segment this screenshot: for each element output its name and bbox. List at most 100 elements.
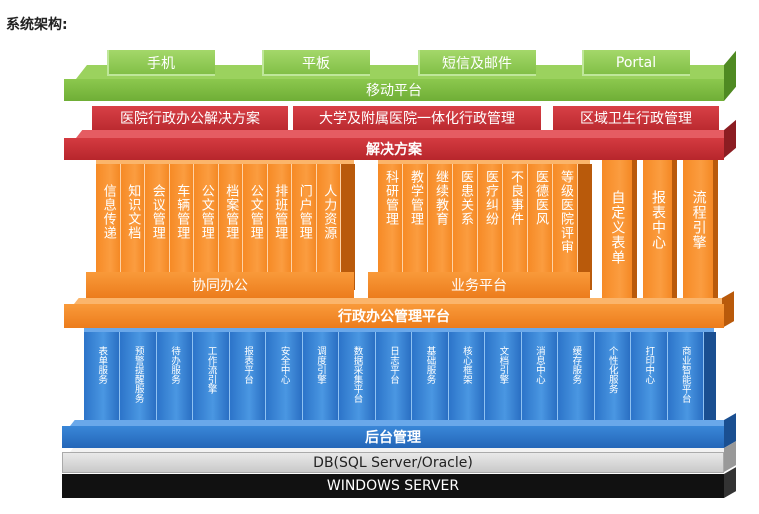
business-base: 业务平台: [368, 272, 590, 298]
collab-base: 协同办公: [86, 272, 354, 298]
collab-module-label: 公文管理: [247, 184, 263, 240]
backend-module-label: 日志平台: [387, 346, 399, 384]
backend-module-label: 核心框架: [460, 346, 472, 384]
backend-module-column: 文档引擎: [485, 332, 522, 424]
solution-layer-top: [76, 130, 731, 138]
collab-module-column: 档案管理: [218, 164, 243, 272]
mobile-platform-side: [724, 50, 736, 101]
backend-module-column: 工作流引擎: [193, 332, 230, 424]
business-modules: 科研管理教学管理继续教育医患关系医疗纠纷不良事件医德医风等级医院评审: [378, 164, 578, 272]
collab-module-column: 知识文档: [120, 164, 145, 272]
solution-tab-regional: 区域卫生行政管理: [553, 106, 719, 130]
business-module-column: 等级医院评审: [553, 164, 578, 272]
backend-module-label: 表单服务: [96, 346, 108, 384]
page-heading: 系统架构:: [6, 17, 68, 33]
business-module-column: 继续教育: [428, 164, 453, 272]
business-module-label: 继续教育: [433, 170, 448, 226]
os-label: WINDOWS SERVER: [326, 478, 460, 494]
collab-module-column: 排班管理: [267, 164, 292, 272]
business-module-column: 不良事件: [503, 164, 528, 272]
mobile-platform-bar: 移动平台: [64, 79, 724, 101]
os-layer-side: [724, 467, 736, 498]
admin-platform-bar: 行政办公管理平台: [64, 304, 724, 328]
backend-block-side: [704, 332, 716, 424]
backend-module-column: 表单服务: [84, 332, 121, 424]
extra-modules: 自定义表单 报表中心 流程引擎: [602, 160, 719, 300]
collab-module-label: 门户管理: [296, 184, 312, 240]
collab-module-label: 公文管理: [198, 184, 214, 240]
solution-layer-label: 解决方案: [366, 142, 422, 158]
db-layer-bar: DB(SQL Server/Oracle): [62, 452, 724, 473]
collab-module-label: 车辆管理: [174, 184, 190, 240]
business-module-label: 医疗纠纷: [483, 170, 498, 226]
solution-layer-side: [724, 119, 736, 158]
business-module-label: 教学管理: [408, 170, 423, 226]
backend-module-column: 打印中心: [631, 332, 668, 424]
backend-module-column: 商业智能平台: [667, 332, 704, 424]
business-module-label: 医患关系: [458, 170, 473, 226]
collab-label: 协同办公: [192, 278, 248, 294]
collab-module-column: 车辆管理: [169, 164, 194, 272]
backend-module-column: 报表平台: [229, 332, 267, 424]
device-tab-tablet: 平板: [262, 50, 370, 76]
backend-module-column: 数据采集平台: [339, 332, 376, 424]
solution-tab-university: 大学及附属医院一体化行政管理: [293, 106, 541, 130]
business-module-label: 科研管理: [383, 170, 398, 226]
extra-module-column: 流程引擎: [683, 160, 719, 300]
extra-module-label: 报表中心: [650, 190, 666, 250]
backend-module-column: 安全中心: [266, 332, 303, 424]
backend-module-label: 待办服务: [169, 346, 181, 384]
solution-layer-bar: 解决方案: [64, 138, 724, 160]
backend-module-label: 基础服务: [424, 346, 436, 384]
backend-module-label: 商业智能平台: [679, 346, 691, 403]
backend-module-label: 安全中心: [278, 346, 290, 384]
db-label: DB(SQL Server/Oracle): [313, 454, 473, 471]
collab-module-label: 人力资源: [321, 184, 337, 240]
mobile-platform-label: 移动平台: [366, 83, 422, 99]
collab-module-label: 信息传递: [100, 184, 116, 240]
extra-module-column: 自定义表单: [602, 160, 637, 300]
backend-module-label: 个性化服务: [606, 346, 618, 394]
collab-module-label: 排班管理: [272, 184, 288, 240]
collab-block-side: [341, 164, 355, 290]
device-label: 平板: [302, 56, 330, 72]
extra-module-label: 流程引擎: [690, 190, 707, 250]
business-module-column: 医疗纠纷: [478, 164, 503, 272]
backend-module-column: 个性化服务: [594, 332, 632, 424]
collab-module-column: 门户管理: [292, 164, 317, 272]
backend-module-column: 待办服务: [156, 332, 194, 424]
solution-tab-hospital: 医院行政办公解决方案: [92, 106, 288, 130]
collab-module-label: 档案管理: [223, 184, 239, 240]
device-tab-portal: Portal: [582, 50, 690, 76]
mobile-layer: 移动平台 手机 平板 短信及邮件 Portal: [0, 0, 759, 110]
device-tab-sms-email: 短信及邮件: [418, 50, 536, 76]
business-module-column: 医患关系: [453, 164, 478, 272]
backend-module-column: 基础服务: [412, 332, 449, 424]
os-layer-bar: WINDOWS SERVER: [62, 474, 724, 498]
backend-module-column: 消息中心: [521, 332, 559, 424]
extra-module-label: 自定义表单: [609, 190, 626, 265]
extra-module-column: 报表中心: [642, 160, 678, 300]
device-tab-phone: 手机: [107, 50, 215, 76]
collab-module-column: 会议管理: [145, 164, 170, 272]
collab-module-column: 信息传递: [96, 164, 121, 272]
business-block-side: [578, 164, 592, 290]
backend-module-label: 文档引擎: [497, 346, 509, 384]
backend-modules: 表单服务预警提醒服务待办服务工作流引擎报表平台安全中心调度引擎数据采集平台日志平…: [84, 332, 704, 424]
business-module-column: 科研管理: [378, 164, 403, 272]
business-module-label: 不良事件: [508, 170, 523, 226]
collab-module-column: 公文管理: [243, 164, 268, 272]
business-module-column: 医德医风: [528, 164, 553, 272]
collab-module-column: 人力资源: [316, 164, 341, 272]
solution-label: 大学及附属医院一体化行政管理: [319, 111, 515, 127]
collab-module-label: 会议管理: [149, 184, 165, 240]
backend-bar: 后台管理: [62, 426, 724, 448]
backend-module-label: 缓存服务: [570, 346, 582, 384]
business-module-column: 教学管理: [403, 164, 428, 272]
collab-module-column: 公文管理: [194, 164, 219, 272]
backend-module-label: 打印中心: [643, 346, 655, 384]
backend-module-column: 预警提醒服务: [120, 332, 157, 424]
collab-module-label: 知识文档: [125, 184, 141, 240]
backend-module-label: 报表平台: [242, 346, 254, 384]
collab-block-top: [96, 160, 354, 164]
